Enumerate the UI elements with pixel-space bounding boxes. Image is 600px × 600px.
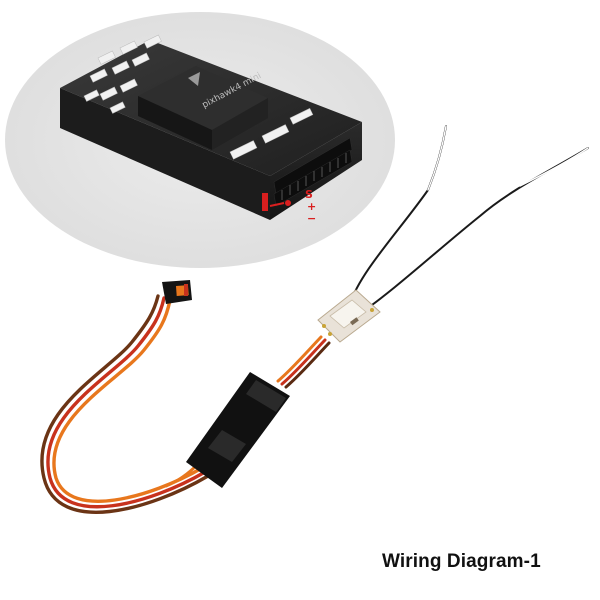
pin-label-signal: S <box>305 188 313 201</box>
receiver-antennas <box>349 125 589 313</box>
flight-controller-board: pixhawk4 mini <box>60 34 362 220</box>
pin-label-positive: + <box>307 200 316 213</box>
diagram-caption: Wiring Diagram-1 <box>382 551 541 572</box>
servo-cable <box>40 294 331 514</box>
receiver-module <box>317 289 381 343</box>
servo-connector-top <box>162 280 192 304</box>
pin-label-negative: − <box>307 212 316 225</box>
servo-connector-inline <box>186 372 290 488</box>
highlighted-pins <box>262 193 268 211</box>
